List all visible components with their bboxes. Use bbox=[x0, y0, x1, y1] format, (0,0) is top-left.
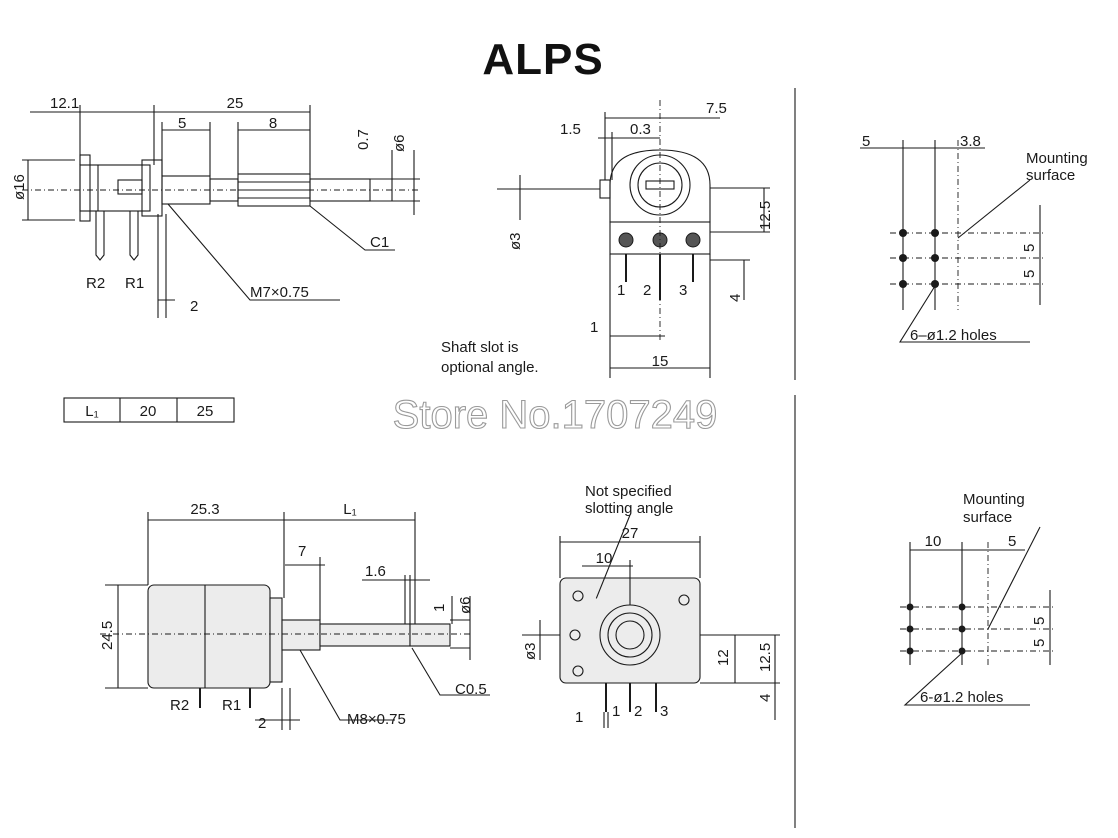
pin-1-label: 1 bbox=[612, 703, 620, 720]
l1-table-value-20: 20 bbox=[140, 403, 157, 420]
dim-5a: 5 bbox=[1021, 244, 1038, 252]
dim-7: 7 bbox=[298, 543, 306, 560]
label-r2: R2 bbox=[170, 697, 189, 714]
dim-0-7: 0.7 bbox=[355, 129, 372, 150]
dim-12-5: 12.5 bbox=[757, 643, 774, 672]
brand-logo: ALPS bbox=[482, 35, 603, 84]
label-r1: R1 bbox=[222, 697, 241, 714]
mounting-label-line-1: Mounting bbox=[1026, 150, 1088, 167]
dim-phi6: ø6 bbox=[391, 134, 408, 152]
mounting-label-line-1: Mounting bbox=[963, 491, 1025, 508]
dim-25-3: 25.3 bbox=[190, 501, 219, 518]
chamfer-spec: C0.5 bbox=[455, 681, 487, 698]
top-side-view bbox=[22, 105, 420, 318]
dim-5a: 5 bbox=[1031, 617, 1048, 625]
dim-10: 10 bbox=[596, 550, 613, 567]
l1-table bbox=[63, 397, 235, 423]
mounting-label-line-2: surface bbox=[963, 509, 1012, 526]
dim-5b: 5 bbox=[1031, 639, 1048, 647]
dim-phi6: ø6 bbox=[457, 596, 474, 614]
dim-15: 15 bbox=[652, 353, 669, 370]
dim-1: 1 bbox=[575, 709, 583, 726]
dim-25: 25 bbox=[227, 95, 244, 112]
label-r2: R2 bbox=[86, 275, 105, 292]
dim-1: 1 bbox=[590, 319, 598, 336]
dim-27: 27 bbox=[622, 525, 639, 542]
shaft-note-line-2: optional angle. bbox=[441, 359, 539, 376]
thread-spec: M8×0.75 bbox=[347, 711, 406, 728]
dim-2: 2 bbox=[258, 715, 266, 732]
l1-table-header: L₁ bbox=[85, 403, 98, 420]
bottom-mounting-diagram bbox=[900, 526, 1055, 706]
dim-5: 5 bbox=[1008, 533, 1016, 550]
pin-2-label: 2 bbox=[643, 282, 651, 299]
label-r1: R1 bbox=[125, 275, 144, 292]
dim-phi3: ø3 bbox=[507, 232, 524, 250]
thread-spec: M7×0.75 bbox=[250, 284, 309, 301]
l1-table-value-25: 25 bbox=[197, 403, 214, 420]
dim-3-8: 3.8 bbox=[960, 133, 981, 150]
dim-12-5: 12.5 bbox=[757, 201, 774, 230]
pin-3-label: 3 bbox=[679, 282, 687, 299]
watermark-text: Store No.1707249 bbox=[393, 393, 718, 437]
dim-1-5: 1.5 bbox=[560, 121, 581, 138]
dim-0-3: 0.3 bbox=[630, 121, 651, 138]
slot-note-line-1: Not specified bbox=[585, 483, 672, 500]
mounting-label-line-2: surface bbox=[1026, 167, 1075, 184]
bottom-side-view bbox=[100, 512, 490, 730]
dim-5: 5 bbox=[178, 115, 186, 132]
dim-phi3: ø3 bbox=[522, 642, 539, 660]
bottom-front-view bbox=[522, 514, 780, 728]
holes-spec: 6–ø1.2 holes bbox=[910, 327, 997, 344]
dim-1-6: 1.6 bbox=[365, 563, 386, 580]
pin-1-label: 1 bbox=[617, 282, 625, 299]
dim-4: 4 bbox=[727, 294, 744, 302]
holes-spec: 6-ø1.2 holes bbox=[920, 689, 1003, 706]
top-front-view bbox=[497, 100, 770, 378]
dim-10: 10 bbox=[925, 533, 942, 550]
shaft-note-line-1: Shaft slot is bbox=[441, 339, 519, 356]
pin-2-label: 2 bbox=[634, 703, 642, 720]
dim-12: 12 bbox=[715, 649, 732, 666]
dim-5b: 5 bbox=[1021, 270, 1038, 278]
dim-12-1: 12.1 bbox=[50, 95, 79, 112]
dim-24-5: 24.5 bbox=[99, 621, 116, 650]
dim-2: 2 bbox=[190, 298, 198, 315]
chamfer-spec: C1 bbox=[370, 234, 389, 251]
dim-4: 4 bbox=[757, 694, 774, 702]
dim-8: 8 bbox=[269, 115, 277, 132]
dim-1: 1 bbox=[431, 604, 448, 612]
top-mounting-diagram bbox=[860, 140, 1045, 343]
dim-l1: L₁ bbox=[343, 501, 356, 518]
slot-note-line-2: slotting angle bbox=[585, 500, 673, 517]
pin-3-label: 3 bbox=[660, 703, 668, 720]
dim-5: 5 bbox=[862, 133, 870, 150]
dim-phi16: ø16 bbox=[11, 174, 28, 200]
dim-7-5: 7.5 bbox=[706, 100, 727, 117]
